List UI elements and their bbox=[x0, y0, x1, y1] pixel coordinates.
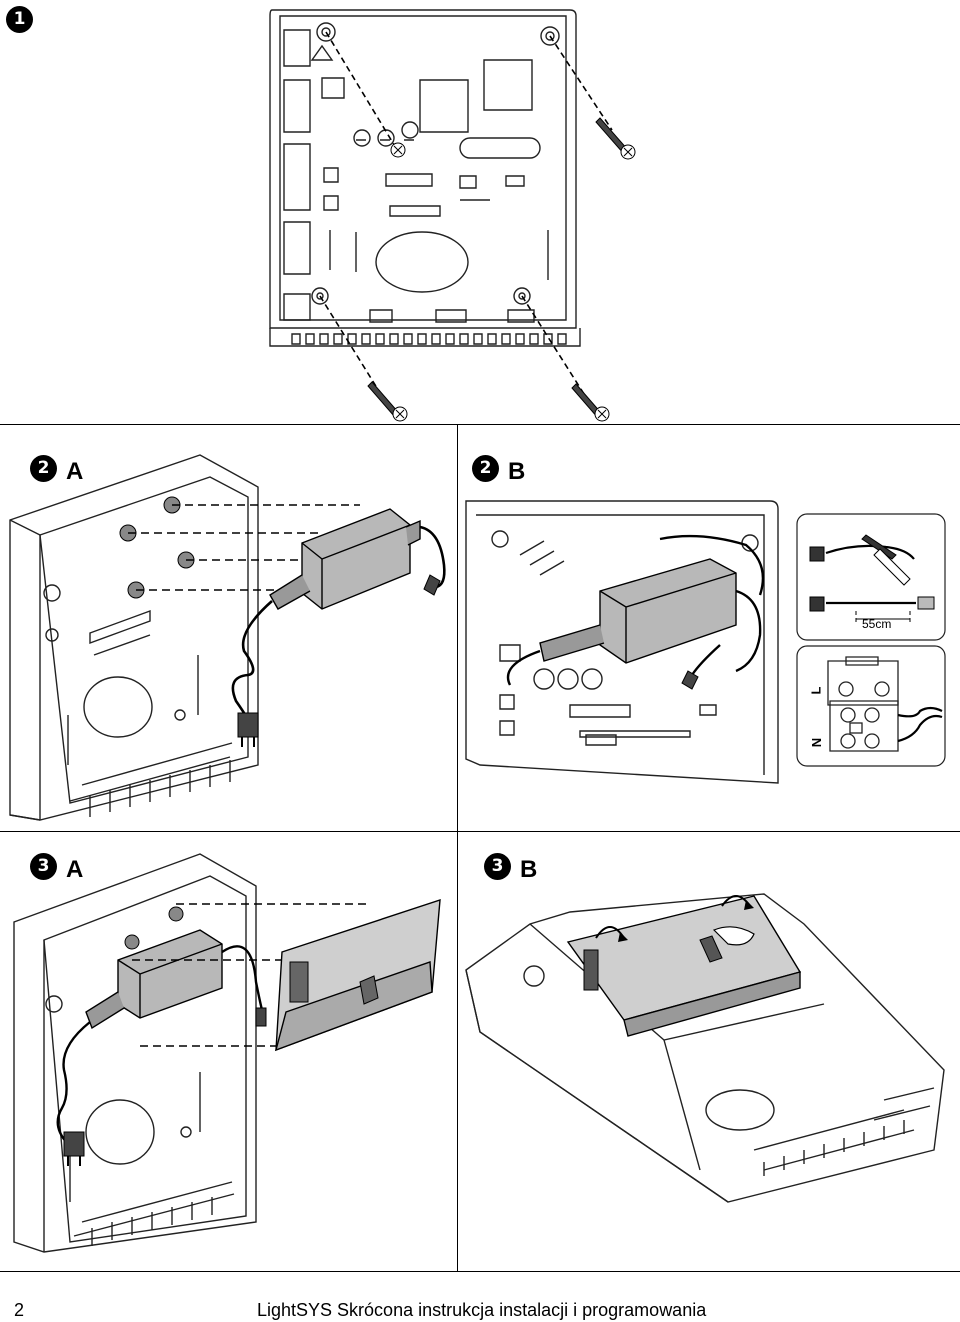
step-3b-letter: B bbox=[520, 856, 538, 883]
step-3b-number: 3 bbox=[484, 853, 511, 880]
step-2a-illustration bbox=[9, 454, 446, 821]
divider-top bbox=[0, 424, 960, 425]
step-2b-illustration bbox=[465, 500, 779, 784]
divider-middle-vertical bbox=[457, 424, 458, 1272]
divider-bottom bbox=[0, 1271, 960, 1272]
step-2a-letter: A bbox=[66, 458, 84, 485]
footer-title: LightSYS Skrócona instrukcja instalacji … bbox=[257, 1300, 707, 1320]
strip-length-label: 55cm bbox=[862, 617, 892, 631]
terminal-n-label: N bbox=[809, 737, 825, 748]
step-3a-letter: A bbox=[66, 856, 84, 883]
terminal-block-inset bbox=[796, 645, 946, 767]
divider-middle bbox=[0, 831, 960, 832]
step-2b-number: 2 bbox=[472, 455, 499, 482]
cable-strip-inset bbox=[796, 513, 946, 641]
step-2a-number: 2 bbox=[30, 455, 57, 482]
step-3a-illustration bbox=[13, 853, 441, 1253]
step-1-number: 1 bbox=[6, 6, 33, 33]
step-1-illustration bbox=[269, 9, 636, 422]
step-2b-letter: B bbox=[508, 458, 526, 485]
page-number: 2 bbox=[14, 1300, 25, 1320]
terminal-l-label: L bbox=[808, 686, 824, 695]
step-3b-illustration bbox=[465, 893, 945, 1203]
step-3a-number: 3 bbox=[30, 853, 57, 880]
